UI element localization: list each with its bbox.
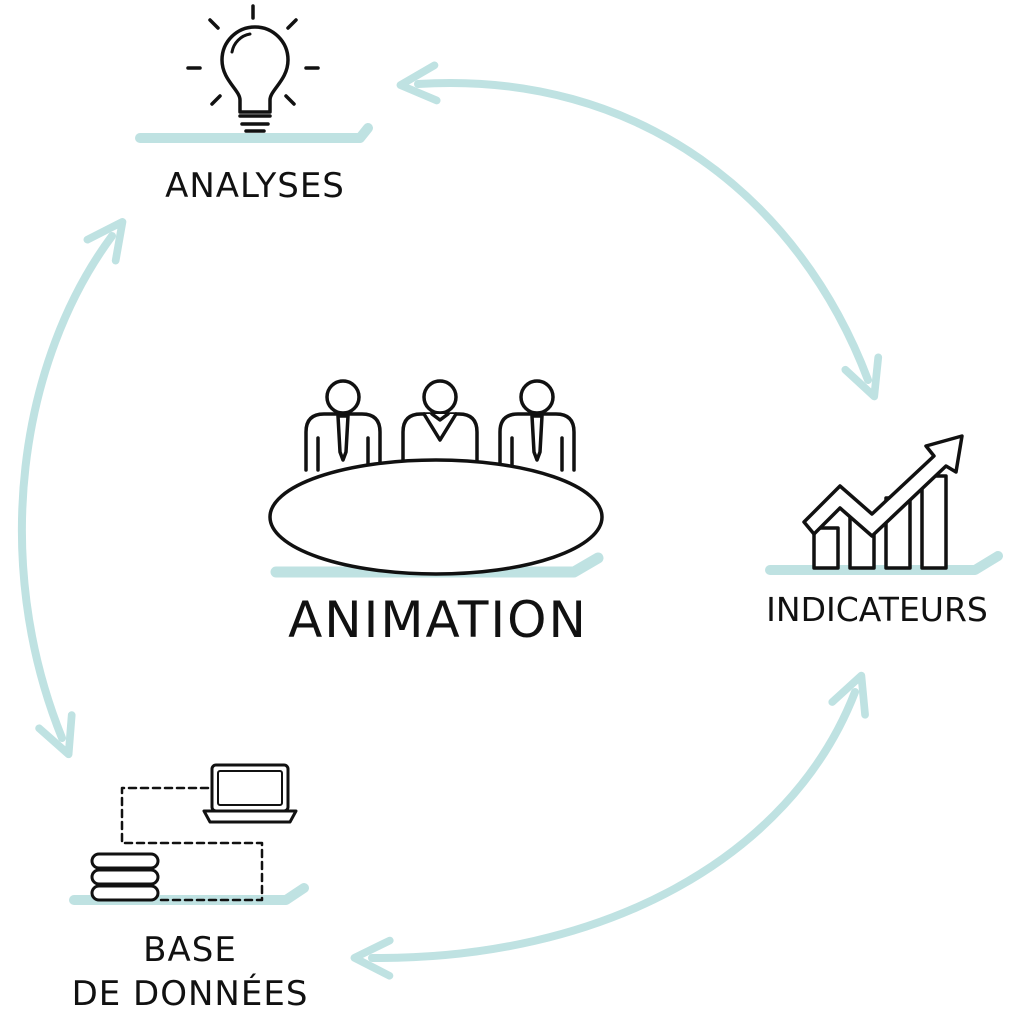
analyses-label: ANALYSES [165,166,345,206]
base-label-line2: DE DONNÉES [71,974,309,1014]
arrow-base-analyses [17,218,127,759]
animation-label: ANIMATION [288,591,588,649]
meeting-table-icon [268,379,604,576]
base-label-line1: BASE [143,930,237,970]
arrow-indicateurs-base [350,671,869,980]
indicateurs-label: INDICATEURS [766,590,988,629]
arrow-analyses-indicateurs [396,61,883,401]
growth-chart-icon [802,434,964,570]
indicateurs-underline [765,551,1003,575]
base-de-donnees-label: BASE DE DONNÉES [30,928,350,1016]
lightbulb-icon [186,4,320,133]
analyses-underline [135,123,373,143]
database-laptop-icon [90,763,298,902]
